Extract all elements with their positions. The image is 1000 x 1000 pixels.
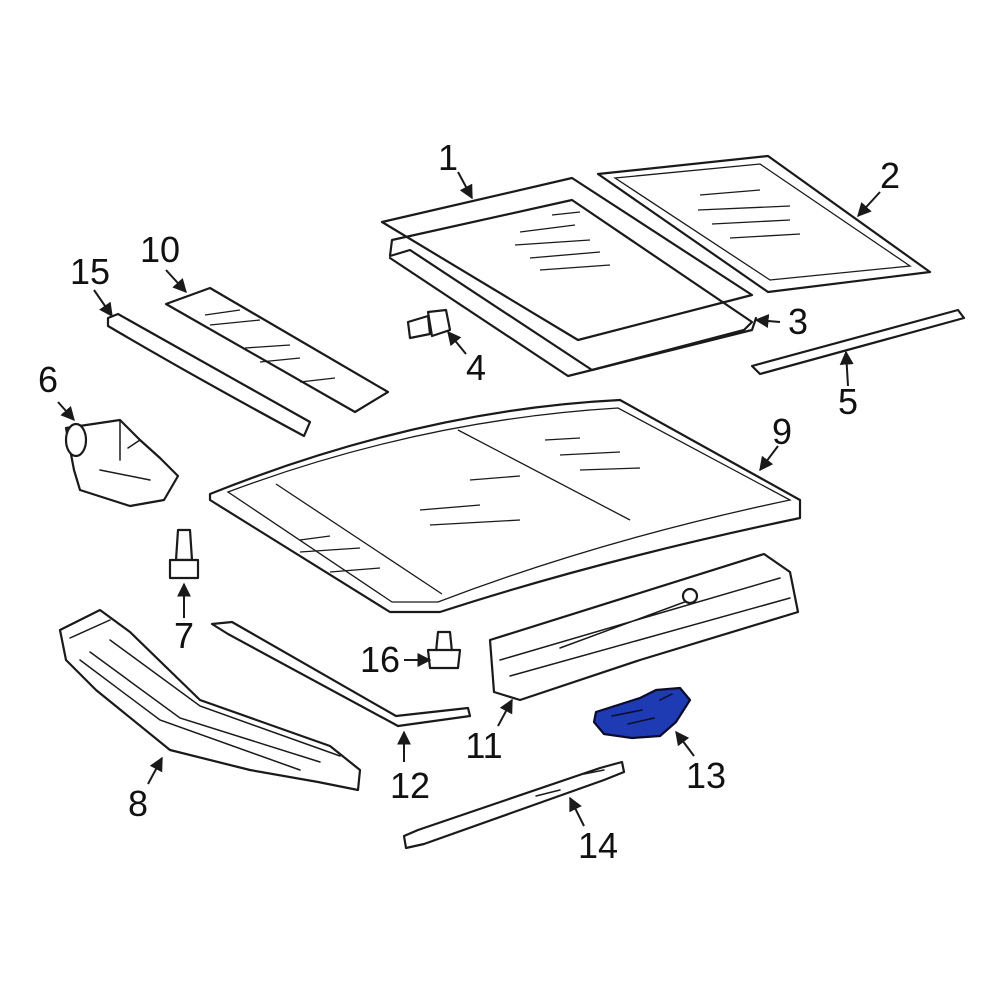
leader-lines	[57, 171, 881, 827]
part-4-bolt[interactable]	[406, 308, 452, 340]
part-12-cable[interactable]	[210, 620, 472, 728]
part-6-motor[interactable]	[64, 418, 180, 508]
callout-10: 10	[140, 229, 180, 270]
callout-5: 5	[838, 381, 858, 422]
part-5-weatherstrip[interactable]	[750, 308, 966, 376]
callout-3: 3	[788, 301, 808, 342]
part-7-bolt[interactable]	[168, 528, 200, 580]
callout-2: 2	[880, 155, 900, 196]
part-15-deflector[interactable]	[106, 312, 312, 438]
callout-4: 4	[466, 347, 486, 388]
callout-12: 12	[390, 765, 430, 806]
part-10-sunshade[interactable]	[164, 286, 390, 414]
callout-6: 6	[38, 359, 58, 400]
callout-15: 15	[70, 251, 110, 292]
callout-11: 11	[465, 725, 502, 766]
part-11-drive-housing[interactable]	[488, 552, 800, 702]
part-14-link-arm[interactable]	[402, 760, 626, 850]
part-9-roof-frame[interactable]	[208, 398, 802, 614]
part-13-bracket[interactable]	[592, 686, 692, 740]
callout-9: 9	[772, 411, 792, 452]
part-2-rear-glass[interactable]	[596, 154, 932, 294]
part-3-seal[interactable]	[388, 198, 758, 378]
part-16-bolt[interactable]	[426, 630, 462, 670]
part-1-glass-panel[interactable]	[380, 176, 754, 342]
callout-7: 7	[174, 615, 194, 656]
callout-14: 14	[578, 825, 618, 866]
part-8-guide-rails[interactable]	[58, 608, 362, 792]
callout-1: 1	[438, 137, 458, 178]
callout-16: 16	[360, 639, 400, 680]
callout-13: 13	[686, 755, 726, 796]
callout-labels: 1 2 3 4 5 6 7 8 9 10 11 12 13 14 15 16	[38, 137, 900, 866]
callout-8: 8	[128, 783, 148, 824]
